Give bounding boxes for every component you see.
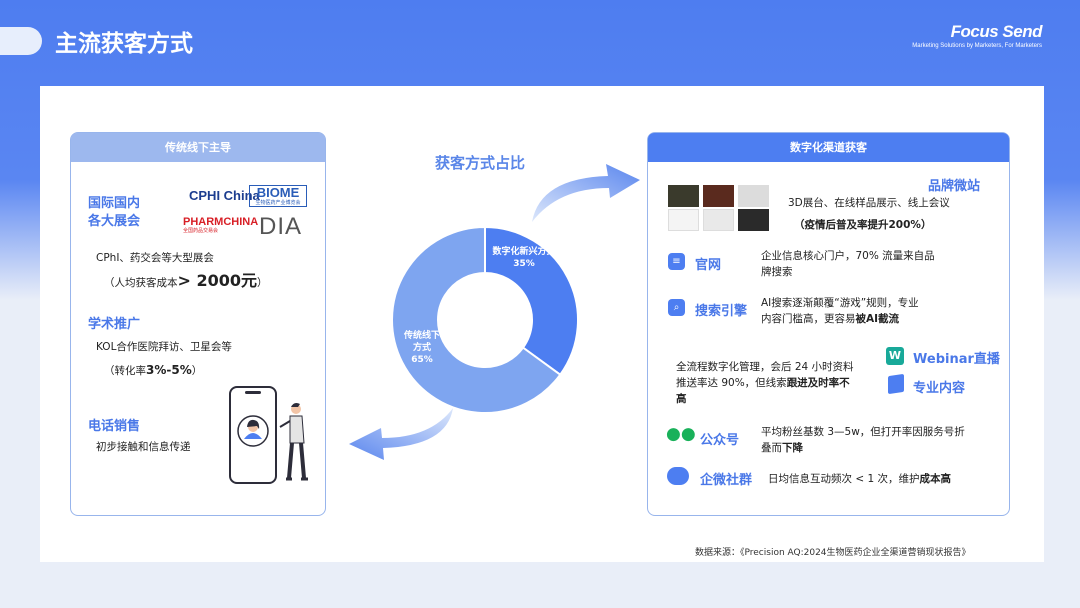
website-desc-line1: 企业信息核心门户，70% 流量来自品 [761, 250, 935, 262]
brand-site-note: （疫情后普及率提升200%） [794, 219, 932, 231]
webinar-icon: W [886, 347, 904, 365]
donut-chart [391, 225, 579, 414]
digital-panel-header: 数字化渠道获客 [648, 133, 1009, 162]
cost-suffix: ） [257, 277, 268, 289]
wecom-desc-b: 成本高 [919, 473, 952, 485]
dia-logo: DIA [259, 213, 303, 240]
brand-tagline: Marketing Solutions by Marketers, For Ma… [912, 43, 1042, 49]
cost-value: > 2000元 [177, 271, 258, 290]
book-icon [888, 373, 904, 395]
official-account-desc-line1: 平均粉丝基数 3—5w，但打开率因服务号折 [761, 426, 965, 438]
rate-suffix: ） [191, 365, 203, 377]
phone-sales-illustration [229, 386, 308, 484]
webinar-desc-line3: 高 [676, 393, 687, 405]
professional-content-title: 专业内容 [913, 381, 966, 396]
search-desc-line2a: 内容门槛高，更容易 [761, 313, 856, 325]
academic-desc: KOL合作医院拜访、卫星会等 [96, 341, 232, 353]
academic-rate: （转化率3%-5%） [104, 362, 202, 379]
exhibition-logos: CPHI China BIOME 生物医药产业博览会 PHARMCHINA 全国… [183, 185, 319, 245]
rate-value: 3%-5% [146, 363, 192, 377]
chart-title: 获客方式占比 [435, 154, 526, 172]
arrow-up-right [532, 164, 640, 222]
microsite-thumb [703, 209, 734, 231]
brand-site-title: 品牌微站 [928, 179, 981, 194]
microsite-thumb [703, 185, 734, 207]
exhibitions-desc: CPhI、药交会等大型展会 [96, 252, 214, 264]
digital-panel: 数字化渠道获客 品牌微站 3D展台、在线样品展示、线上会议 （疫情后普及率提升2… [647, 132, 1010, 516]
microsite-thumb [738, 209, 769, 231]
microsite-thumb [668, 209, 699, 231]
donut-slice-1 [391, 225, 562, 414]
official-account-desc-line2a: 叠而 [761, 442, 782, 454]
wecom-icon [667, 467, 689, 485]
search-desc-line2b: 被AI截流 [855, 313, 900, 325]
biome-logo: BIOME 生物医药产业博览会 [249, 185, 307, 207]
brand-logo-text: Focus Send [950, 22, 1043, 41]
website-desc-line2: 牌搜索 [761, 266, 793, 278]
website-title: 官网 [695, 258, 722, 273]
rate-prefix: （转化率 [104, 365, 146, 377]
exhibitions-cost: （人均获客成本> 2000元） [104, 273, 268, 291]
page-title: 主流获客方式 [55, 31, 193, 57]
phone-title: 电话销售 [88, 419, 141, 434]
search-desc-line1: AI搜索逐渐颠覆“游戏”规则，专业 [761, 297, 919, 309]
donut-slice-0 [484, 225, 579, 377]
arrow-down-left [349, 408, 453, 460]
microsite-screenshots [668, 185, 771, 231]
wechat-icon: ●● [666, 424, 696, 444]
pharmchina-logo: PHARMCHINA 全国药品交易会 [183, 216, 259, 234]
microsite-thumb [668, 185, 699, 207]
cphi-logo: CPHI China [189, 188, 260, 203]
header-decoration [0, 27, 42, 55]
exhibitions-title-line2: 各大展会 [88, 214, 141, 229]
search-title: 搜索引擎 [695, 304, 748, 319]
webinar-desc-line2a: 推送率达 90%，但线索 [676, 377, 787, 389]
official-account-desc: 平均粉丝基数 3—5w，但打开率因服务号折 叠而下降 [761, 424, 965, 456]
official-account-title: 公众号 [700, 433, 740, 448]
webinar-desc: 全流程数字化管理，会后 24 小时资料 推送率达 90%，但线索跟进及时率不 高 [676, 359, 854, 407]
traditional-panel-header: 传统线下主导 [71, 133, 325, 162]
brand-logo: Focus Send Marketing Solutions by Market… [912, 22, 1042, 49]
search-icon: ⌕ [668, 299, 685, 316]
wecom-title: 企微社群 [700, 473, 753, 488]
content-card: 传统线下主导 国际国内 各大展会 CPHI China BIOME 生物医药产业… [40, 86, 1044, 562]
academic-title: 学术推广 [88, 317, 141, 332]
exhibitions-title-line1: 国际国内 [88, 196, 141, 211]
slice-label-traditional: 传统线下方式 65% [403, 331, 440, 365]
phone-desc: 初步接触和信息传递 [96, 441, 191, 453]
slice-label-digital: 数字化新兴方式 35% [492, 247, 556, 269]
data-source: 数据来源：《Precision AQ:2024生物医药企业全渠道营销现状报告》 [695, 548, 971, 558]
official-account-desc-line2b: 下降 [782, 442, 803, 454]
webinar-desc-line2b: 跟进及时率不 [786, 377, 850, 389]
website-icon: ≡ [668, 253, 685, 270]
webinar-desc-line1: 全流程数字化管理，会后 24 小时资料 [676, 361, 854, 373]
brand-site-desc: 3D展台、在线样品展示、线上会议 [788, 197, 950, 209]
wecom-desc: 日均信息互动频次 < 1 次，维护成本高 [768, 471, 951, 487]
website-desc: 企业信息核心门户，70% 流量来自品 牌搜索 [761, 248, 935, 280]
microsite-thumb [738, 185, 769, 207]
exhibitions-title: 国际国内 各大展会 [88, 195, 140, 231]
search-desc: AI搜索逐渐颠覆“游戏”规则，专业 内容门槛高，更容易被AI截流 [761, 295, 919, 327]
webinar-title: Webinar直播 [913, 352, 1000, 367]
wecom-desc-a: 日均信息互动频次 < 1 次，维护 [768, 473, 920, 485]
cost-prefix: （人均获客成本 [104, 277, 178, 289]
traditional-panel: 传统线下主导 国际国内 各大展会 CPHI China BIOME 生物医药产业… [70, 132, 326, 516]
